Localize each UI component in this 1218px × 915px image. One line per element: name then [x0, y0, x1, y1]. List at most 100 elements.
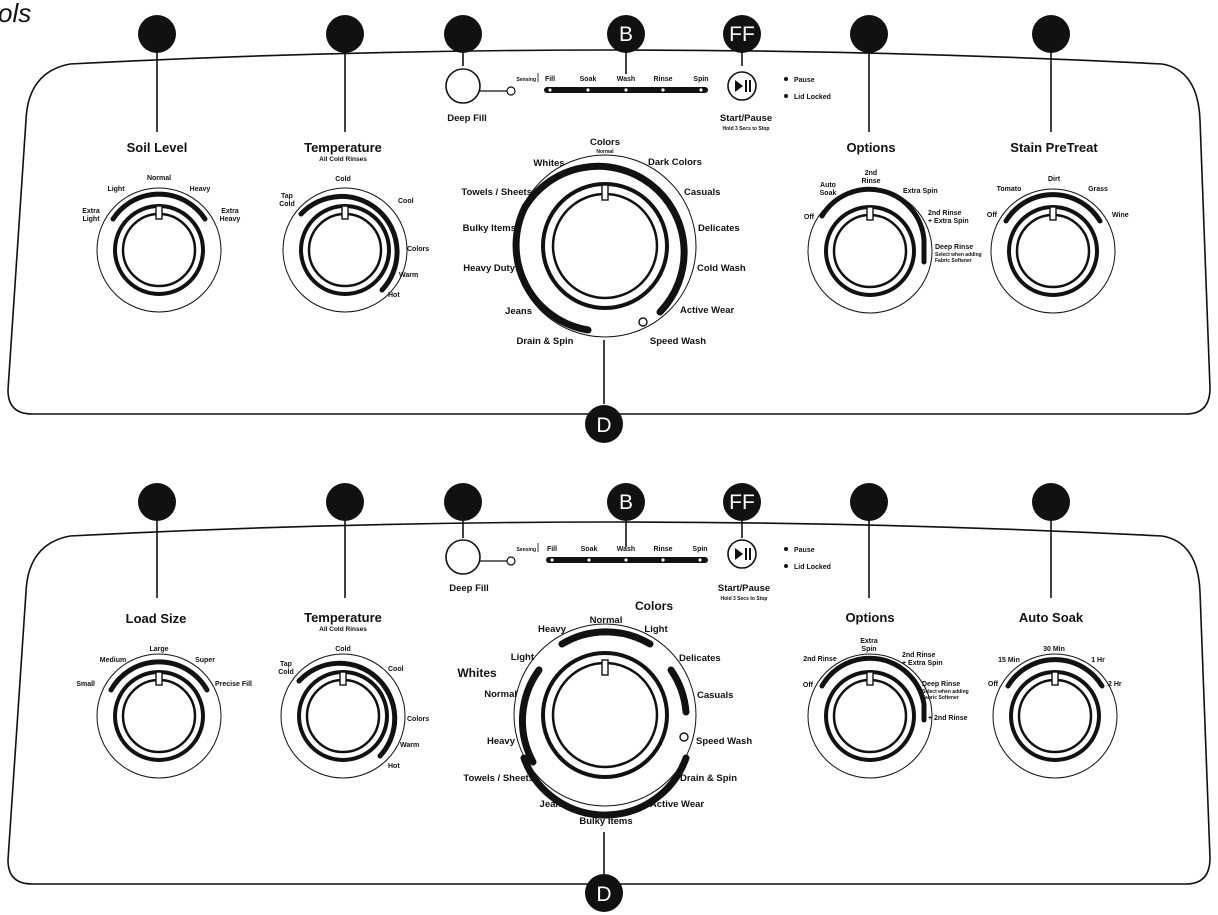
soil-label-heavy: Heavy	[190, 186, 211, 193]
callout-dot-ff	[723, 15, 761, 53]
cycle-label-delicates: Delicates	[698, 223, 740, 234]
load-label-large: Large	[149, 646, 168, 653]
temp-label-cool: Cool	[398, 198, 414, 205]
temp-label-warm: Warm	[399, 272, 418, 279]
callout-dot-options	[850, 483, 888, 521]
callout-dot-options	[850, 15, 888, 53]
deep-fill-label: Deep Fill	[447, 113, 487, 124]
options-label-deep-rinse: Deep Rinse	[922, 681, 960, 688]
options-label-plus-2nd-rinse: + 2nd Rinse	[928, 715, 968, 722]
indicator-lid-locked: Lid Locked	[794, 564, 831, 571]
status-stage-fill: Fill	[547, 546, 557, 553]
play-icon	[735, 548, 743, 560]
temperature-title: Temperature	[304, 140, 382, 155]
callout-dot-temperature	[326, 15, 364, 53]
start-pause-sub: Hold 3 Secs to Stop	[721, 596, 768, 602]
start-pause-label: Start/Pause	[720, 113, 772, 124]
cycle-label-drain-spin: Drain & Spin	[516, 336, 573, 347]
stain-label-off: Off	[987, 212, 998, 219]
callout-dot-stain	[1032, 15, 1070, 53]
stain-label-tomato: Tomato	[997, 186, 1022, 193]
cycle-label-active-wear: Active Wear	[650, 799, 705, 810]
temp-label-cold: Cold	[335, 646, 351, 653]
load-label-small: Small	[76, 681, 95, 688]
cycle-label-delicates: Delicates	[679, 653, 721, 664]
status-stage-wash: Wash	[617, 546, 635, 553]
indicator-pause: Pause	[794, 547, 815, 554]
cycle-heading-whites: Whites	[457, 666, 497, 680]
stain-label-dirt: Dirt	[1048, 176, 1061, 183]
deep-fill-indicator	[506, 556, 516, 566]
temperature-sub: All Cold Rinses	[319, 156, 367, 163]
status-stage-wash: Wash	[617, 76, 635, 83]
start-pause-label: Start/Pause	[718, 583, 770, 594]
load-label-super: Super	[195, 657, 215, 664]
control-panel-top: B FF D Deep Fill Sensing Fill Soak Wash …	[7, 15, 1211, 443]
cycle-label-drain-spin: Drain & Spin	[680, 773, 737, 784]
callout-dot-auto-soak	[1032, 483, 1070, 521]
cycle-label-speed-wash: Speed Wash	[696, 736, 752, 747]
status-stage-rinse: Rinse	[653, 76, 672, 83]
cycle-label-casuals: Casuals	[684, 187, 720, 198]
auto-soak-label-1-hr: 1 Hr	[1091, 657, 1105, 664]
stain-label-wine: Wine	[1112, 212, 1129, 219]
cycle-label-towels-sheets: Towels / Sheets	[463, 773, 534, 784]
deep-fill-label: Deep Fill	[449, 583, 489, 594]
cycle-label-jeans: Jeans	[540, 799, 567, 810]
cycle-label-cold-wash: Cold Wash	[697, 263, 746, 274]
temp-label-colors: Colors	[407, 716, 429, 723]
callout-dot-b	[607, 15, 645, 53]
temp-label-cold: Cold	[335, 176, 351, 183]
callout-d-label: D	[596, 414, 611, 437]
temp-label-cool: Cool	[388, 666, 404, 673]
cycle-label-bulky-items: Bulky Items	[463, 223, 516, 234]
callout-dot-d	[585, 405, 623, 443]
load-size-title: Load Size	[126, 611, 187, 626]
temperature-sub: All Cold Rinses	[319, 626, 367, 633]
options-label-off: Off	[803, 682, 814, 689]
auto-soak-label-2-hr: 2 Hr	[1108, 681, 1122, 688]
callout-b-label: B	[619, 23, 633, 46]
cycle-label-jeans: Jeans	[505, 306, 532, 317]
callout-b-label: B	[619, 491, 633, 514]
deep-fill-indicator	[506, 86, 516, 96]
status-stage-fill: Fill	[545, 76, 555, 83]
cycle-heading-normal: Normal	[596, 149, 614, 155]
deep-fill-button[interactable]	[445, 68, 481, 104]
load-label-medium: Medium	[100, 657, 126, 664]
callout-dot-soil	[138, 15, 176, 53]
cycle-label-bulky-items: Bulky Items	[579, 816, 632, 827]
callout-dot-ff	[723, 483, 761, 521]
callout-dot-deep-fill	[444, 15, 482, 53]
status-stage-spin: Spin	[693, 76, 708, 83]
cycle-label-heavy: Heavy	[538, 624, 567, 635]
cycle-label-light: Light	[644, 624, 668, 635]
callout-ff-label: FF	[729, 491, 755, 514]
options-label-2nd-rinse: 2nd Rinse	[803, 656, 837, 663]
callout-dot-temperature	[326, 483, 364, 521]
soil-level-title: Soil Level	[127, 140, 188, 155]
cycle-label-normal: Normal	[590, 615, 623, 626]
start-pause-sub: Hold 3 Secs to Stop	[723, 126, 770, 132]
options-label-2nd-rinse-extra-spin: 2nd Rinse+ Extra Spin	[928, 210, 969, 225]
auto-soak-label-30-min: 30 Min	[1043, 646, 1065, 653]
cycle-heading-colors: Colors	[635, 599, 673, 613]
options-label-2nd-rinse-extra-spin: 2nd Rinse+ Extra Spin	[902, 652, 943, 667]
soil-label-light: Light	[107, 186, 125, 193]
callout-dot-b	[607, 483, 645, 521]
cycle-label-speed-wash: Speed Wash	[650, 336, 706, 347]
deep-fill-button[interactable]	[445, 539, 481, 575]
callout-dot-deep-fill	[444, 483, 482, 521]
play-icon	[735, 80, 743, 92]
temperature-title: Temperature	[304, 610, 382, 625]
callout-ff-label: FF	[729, 23, 755, 46]
status-stage-soak: Soak	[581, 546, 598, 553]
